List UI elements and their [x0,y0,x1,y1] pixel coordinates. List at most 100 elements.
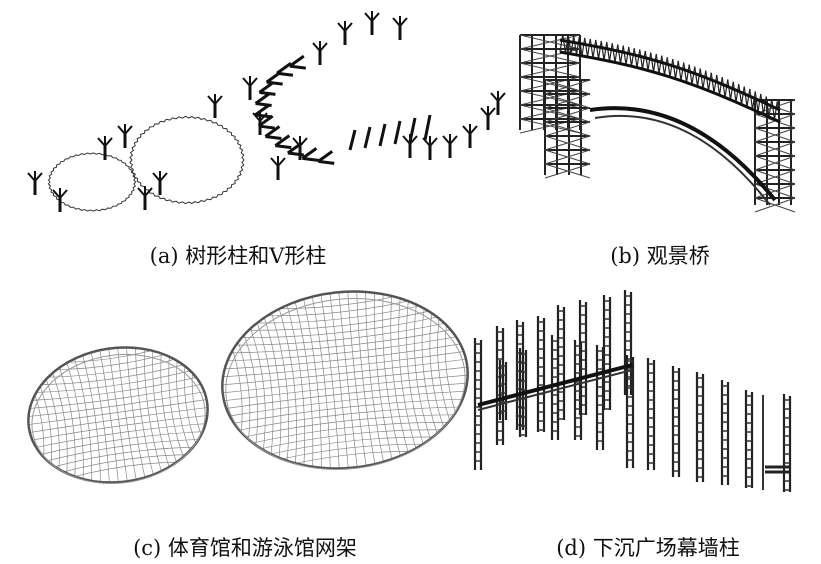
tree-branch [214,95,223,105]
grid-line [32,430,212,457]
tree-branch [207,95,216,105]
caption-c: (c) 体育馆和游泳馆网架 [133,536,357,560]
grid-line [26,383,205,410]
dome-space-frame [213,279,477,481]
truss-diagonal [564,34,569,54]
truss-diagonal [746,88,751,108]
grid-line [28,399,207,425]
truss-diagonal [581,37,586,57]
arch [594,114,771,206]
tower-brace [544,121,591,137]
tree-branch [402,135,411,145]
truss-diagonal [570,35,575,55]
truss-diagonal [669,58,674,78]
truss-diagonal [694,66,699,87]
grid-line [143,343,164,477]
truss-diagonal [617,44,622,64]
truss-diagonal [716,74,721,96]
panel-a-tree-and-v-columns [27,11,506,212]
tower-brace [544,149,591,165]
truss-diagonal [732,81,737,103]
grid-line [30,414,209,441]
truss-diagonal [592,39,597,59]
dome-inner-ring [31,353,206,484]
grid-line [224,382,470,410]
truss-diagonal [658,55,663,74]
truss-diagonal [636,49,641,68]
grid-line [223,374,469,402]
v-column [259,90,276,96]
v-column [286,141,303,155]
grid-line [72,353,93,487]
tower-brace [754,197,796,213]
grid-line [22,359,202,386]
zigzag-ring-beam [129,115,245,205]
panel-d-curtain-wall-columns [473,290,792,492]
tree-branch [144,187,153,197]
tree-branch [462,125,471,135]
tree-branch [277,157,286,167]
tree-branch [319,42,328,52]
horizontal-beam [477,363,633,407]
v-column [318,159,335,165]
tree-branch [52,189,61,199]
tree-branch [449,135,458,145]
truss-diagonal [757,93,762,113]
tree-branch [249,77,258,87]
tree-branch [104,137,113,147]
grid-line [25,375,204,402]
truss-diagonal [663,57,668,76]
truss-diagonal [674,60,679,79]
v-column [254,92,271,105]
grid-line [218,327,464,354]
grid-line [217,319,463,346]
grid-line [90,351,110,484]
grid-line [54,356,76,489]
truss-diagonal [661,55,666,76]
v-column [393,120,402,145]
v-column [258,124,275,130]
dome-edge-ring [27,346,209,484]
tower-brace [544,107,591,123]
tower-brace [754,155,796,171]
truss-diagonal [729,81,734,100]
truss-diagonal [644,50,649,71]
v-column [378,123,387,147]
v-column [255,101,272,107]
v-column [408,117,417,143]
grid-line [221,358,467,386]
v-column [255,113,272,119]
truss-diagonal [559,33,564,53]
truss-diagonal [699,68,704,89]
truss-diagonal [562,33,567,54]
truss-diagonal [754,91,759,112]
v-column [276,62,292,75]
truss-diagonal [776,101,781,123]
caption-a: (a) 树形柱和V形柱 [149,244,327,268]
truss-diagonal [724,79,729,98]
truss-diagonal [647,52,652,71]
truss-diagonal [771,98,776,120]
tree-branch [242,77,251,87]
tree-branch [497,92,506,102]
tree-branch [487,107,496,117]
truss-diagonal [641,50,646,70]
truss-diagonal [573,35,578,56]
truss-diagonal [666,57,671,78]
truss-diagonal [600,40,605,61]
tree-branch [117,125,126,135]
truss-bottom-chord [559,50,781,124]
tree-branch [252,112,261,122]
grid-line [225,398,471,426]
grid-line [228,422,474,449]
v-column [276,71,294,77]
tree-branch [469,125,478,135]
zigzag-ring-beam [47,152,137,212]
tree-branch [159,172,168,182]
grid-line [226,406,472,433]
truss-diagonal [735,84,740,103]
truss-diagonal [688,64,693,85]
truss-diagonal [625,46,630,66]
v-column [301,147,318,160]
grid-line [23,367,203,394]
